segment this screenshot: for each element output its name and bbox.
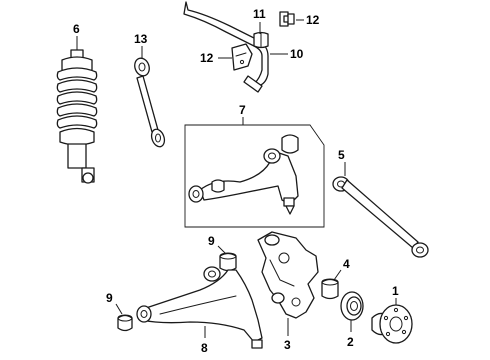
callout-5: 5: [338, 148, 345, 162]
callout-1: 1: [392, 284, 399, 298]
part-3-knuckle: [257, 231, 319, 319]
callout-7: 7: [239, 103, 246, 117]
part-9-bushing-upper: [219, 252, 237, 272]
part-4-bushing: [321, 278, 339, 300]
part-12-clamp-upper: [279, 11, 295, 27]
part-2-bearing: [340, 291, 364, 321]
part-8-lower-control-arm: [136, 266, 263, 349]
callout-9a: 9: [208, 234, 215, 248]
callout-6: 6: [73, 22, 80, 36]
callout-9b: 9: [106, 291, 113, 305]
part-6-coil-shock: [56, 49, 98, 184]
part-12-clamp-lower: [231, 43, 253, 71]
part-9-bushing-lower: [117, 314, 133, 332]
leader-4: [333, 269, 342, 281]
callout-13: 13: [134, 32, 148, 46]
leader-9b: [115, 303, 123, 315]
part-7-upper-control-arm: [188, 134, 299, 215]
part-7-frame: [184, 124, 325, 228]
part-13-link-rod: [134, 57, 166, 148]
leader-9a: [217, 245, 227, 255]
part-5-lateral-link: [332, 176, 429, 258]
part-1-hub: [371, 304, 413, 344]
callout-8: 8: [201, 341, 208, 355]
part-11-bushing: [253, 31, 269, 49]
callout-2: 2: [347, 335, 354, 349]
part-10-stabilizer-bar: [183, 1, 269, 93]
callout-12a: 12: [306, 13, 320, 27]
callout-4: 4: [343, 257, 350, 271]
callout-12b: 12: [200, 51, 214, 65]
callout-10: 10: [290, 47, 304, 61]
callout-11: 11: [253, 7, 266, 21]
callout-3: 3: [284, 338, 291, 352]
